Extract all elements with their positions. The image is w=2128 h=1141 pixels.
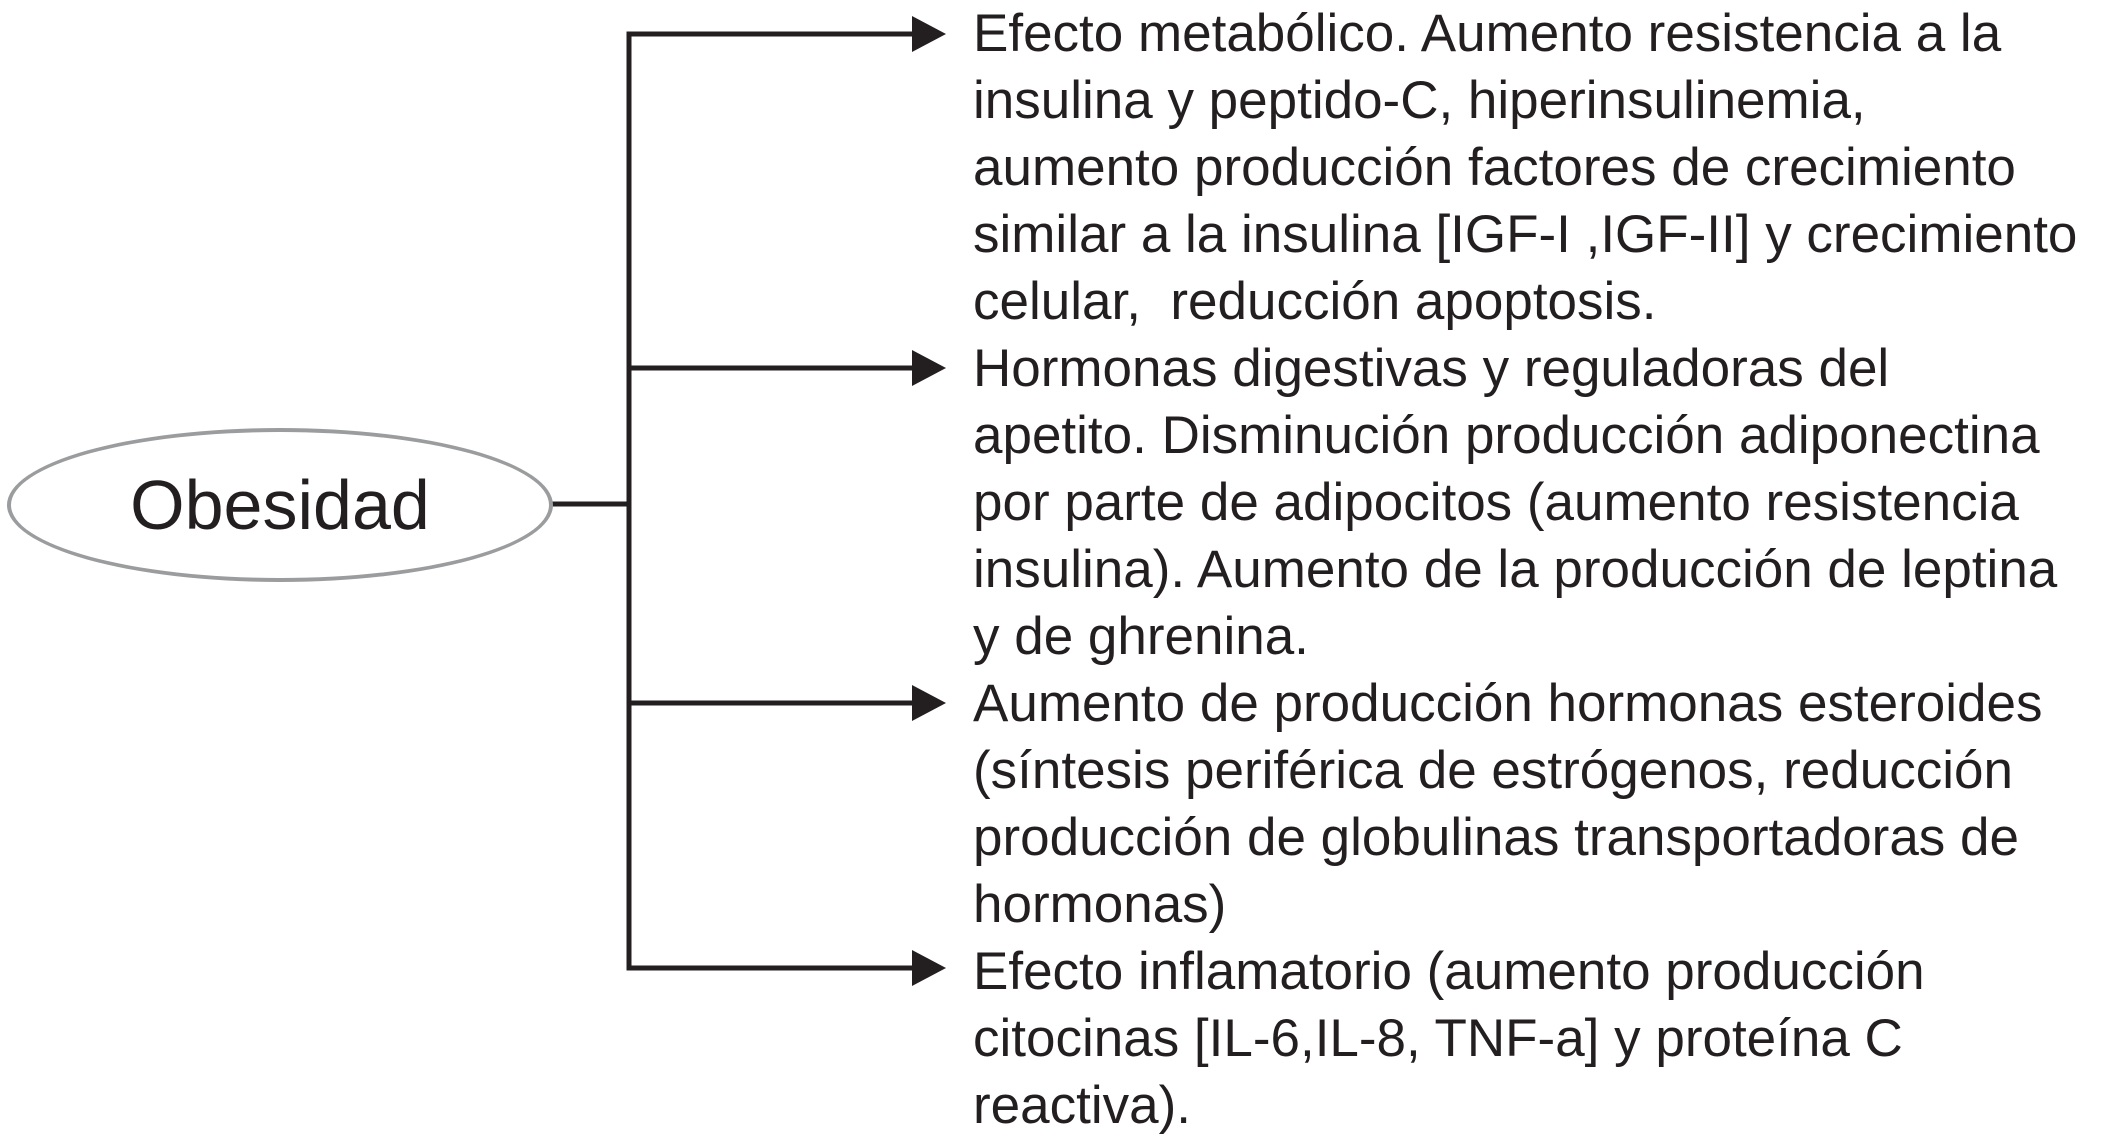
effect-text-line: celular, reducción apoptosis.: [973, 272, 1657, 331]
effect-text-line: similar a la insulina [IGF-I ,IGF-II] y …: [973, 205, 2078, 264]
effect-text-line: hormonas): [973, 875, 1227, 934]
effect-text-line: Hormonas digestivas y reguladoras del: [973, 339, 1890, 398]
effect-text-line: citocinas [IL-6,IL-8, TNF-a] y proteína …: [973, 1009, 1903, 1068]
obesidad-node: Obesidad: [7, 428, 553, 582]
effect-item-metabolico: Efecto metabólico. Aumento resistencia a…: [973, 0, 2123, 335]
arrowhead-icon: [912, 350, 946, 386]
arrowhead-icon: [912, 685, 946, 721]
effect-text-line: apetito. Disminución producción adiponec…: [973, 406, 2040, 465]
effect-text-line: por parte de adipocitos (aumento resiste…: [973, 473, 2019, 532]
effect-item-hormonas-digestivas: Hormonas digestivas y reguladoras del ap…: [973, 335, 2123, 670]
effect-text-line: (síntesis periférica de estrógenos, redu…: [973, 741, 2013, 800]
effect-text-line: y de ghrenina.: [973, 607, 1309, 666]
effect-item-hormonas-esteroides: Aumento de producción hormonas esteroide…: [973, 670, 2123, 938]
arrowhead-icon: [912, 16, 946, 52]
effect-text-line: aumento producción factores de crecimien…: [973, 138, 2016, 197]
effect-text-line: Aumento de producción hormonas esteroide…: [973, 674, 2043, 733]
arrowhead-icon: [912, 950, 946, 986]
effect-text-line: insulina). Aumento de la producción de l…: [973, 540, 2058, 599]
effect-text-line: producción de globulinas transportadoras…: [973, 808, 2019, 867]
effect-text-line: insulina y peptido-C, hiperinsulinemia,: [973, 71, 1866, 130]
effect-item-inflamatorio: Efecto inflamatorio (aumento producción …: [973, 938, 2123, 1139]
effect-text-line: reactiva).: [973, 1076, 1191, 1135]
effect-text-line: Efecto metabólico. Aumento resistencia a…: [973, 4, 2002, 63]
effect-text-line: Efecto inflamatorio (aumento producción: [973, 942, 1925, 1001]
obesidad-node-label: Obesidad: [130, 466, 430, 544]
effects-list: Efecto metabólico. Aumento resistencia a…: [973, 0, 2123, 1139]
